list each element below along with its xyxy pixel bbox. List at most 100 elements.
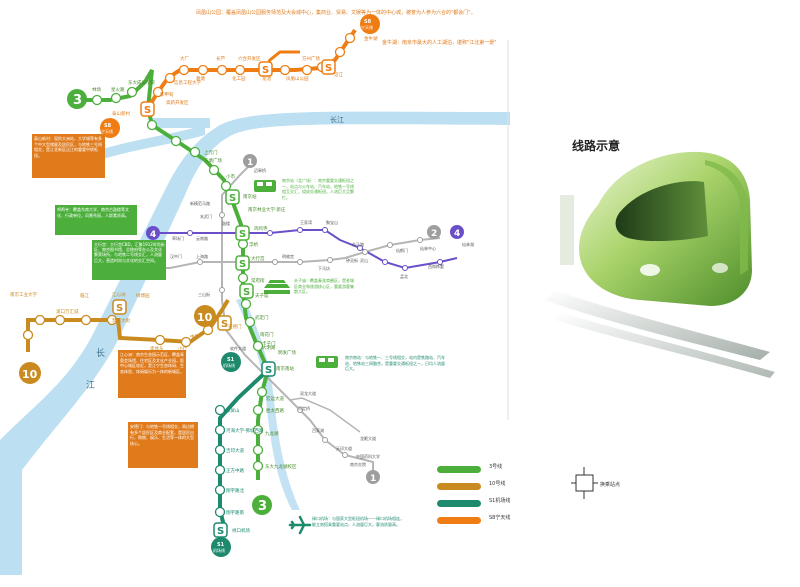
svg-text:宏运大道: 宏运大道 (266, 395, 284, 402)
svg-text:林场: 林场 (92, 86, 101, 93)
svg-text:吉印大道: 吉印大道 (226, 447, 244, 454)
interchange-jiming: S (235, 225, 250, 241)
line4-station-labels: 草场门 云南路 鼓楼 王家湾 聚宝山 金马路 灵山 孟北 西岗桦墅 仙林湖 (172, 219, 474, 279)
annotation-jiming: 鸡鸣寺：覆盖东南大学、南京古鼓楼等文化、行政单位，风景秀丽，人群素质高。 (55, 205, 137, 235)
interchange-fenghuang: S (258, 61, 273, 77)
line-4-station-dots (187, 227, 443, 271)
svg-text:机场线: 机场线 (213, 547, 225, 553)
interchange-fuzimiao: S (239, 283, 254, 299)
badge-line3-top: 3 (67, 89, 87, 109)
station-labels: 林场 星火路 东大成贤学院 上元门 五塘广场 小市 南京站 南京林业大学·新庄 … (92, 79, 297, 470)
interchange-icon (571, 467, 598, 499)
svg-text:奥体东: 奥体东 (150, 345, 164, 352)
annotation-jiangxinzhou: 江心洲：南京生态园示范区，覆盖青奥会场馆、住宅区及文化产业园，距中心城区较近，是… (118, 350, 186, 398)
svg-text:凤凰山公园: 凤凰山公园 (286, 75, 309, 82)
interchange-nanjingnan: S (261, 361, 276, 377)
legend-item-line10: 10号线 (437, 479, 547, 496)
svg-text:常府街: 常府街 (251, 277, 265, 284)
annotation-taishan: 泰山新村：现阶大洲站，大学城等有多个中大型储量及居民区，与地铁三号线相交，是江北… (32, 134, 105, 178)
svg-text:沿江: 沿江 (334, 71, 343, 78)
line10-station-labels: 南京工业大学 浦口万汇城 临江 江心洲 绿博园 梦都大街 安德门 小行 中胜 奥… (10, 291, 242, 352)
interchange-taishan: S (140, 101, 155, 117)
svg-text:中国药科大学: 中国药科大学 (356, 453, 380, 459)
s8-station-labels: 卸甲甸 信息工程大学 高新开发区 大厂 葛塘 长芦 化工园 六合开发区 龙池 凤… (112, 35, 378, 117)
svg-text:长芦: 长芦 (216, 55, 225, 62)
svg-text:翠屏山: 翠屏山 (226, 407, 240, 414)
line1-station-labels: 迈皋桥 新模范马路 玄武门 三山街 软件大道 双龙大道 河定桥 百家湖 天印大道… (190, 167, 380, 467)
interchange-andemen: S (217, 315, 232, 331)
svg-text:S: S (265, 365, 272, 376)
svg-text:江心洲: 江心洲 (112, 291, 126, 298)
svg-text:百家湖: 百家湖 (312, 427, 324, 433)
svg-text:南京南站: 南京南站 (276, 365, 294, 372)
legend-label: S8宁天线 (489, 515, 511, 521)
svg-text:东大成贤学院: 东大成贤学院 (128, 79, 155, 86)
svg-text:4: 4 (150, 230, 156, 240)
svg-text:星火路: 星火路 (111, 86, 125, 93)
train-station-icon-nanjingnan (316, 356, 338, 368)
svg-text:仙林中心: 仙林中心 (420, 245, 436, 251)
svg-text:机场线: 机场线 (223, 362, 235, 368)
river-side-label-1: 长 (96, 347, 105, 359)
svg-text:云南路: 云南路 (196, 235, 208, 241)
annotation-fuzimiao: 夫子庙：覆盖秦淮商圈区，是老城区商业和旅游核心区，重要游客集散大区。 (294, 278, 354, 294)
annotation-nanjingzhan: 南京站（北广场）：南京重要交通枢纽之一，站点与火车站、汽车站、地铁一号线相互交汇… (282, 178, 354, 200)
minor-stations (197, 212, 423, 458)
svg-text:金牛湖：南京市最大的人工湖泊，堪称"江北第一景": 金牛湖：南京市最大的人工湖泊，堪称"江北第一景" (382, 39, 497, 46)
svg-text:S: S (221, 319, 228, 330)
line-3-stations (91, 86, 268, 472)
svg-text:翔宇路北: 翔宇路北 (226, 487, 244, 494)
svg-text:南京站: 南京站 (243, 193, 257, 200)
interchange-legend: 换乘站点 (570, 466, 620, 506)
svg-text:九龙湖: 九龙湖 (265, 430, 279, 437)
svg-text:新模范马路: 新模范马路 (190, 200, 210, 206)
badge-line10-left: 10 (19, 362, 41, 384)
legend-swatch (437, 466, 481, 473)
svg-text:王家湾: 王家湾 (300, 219, 312, 225)
svg-text:明发广场: 明发广场 (278, 349, 296, 356)
train-station-icon-nanjingzhan (254, 180, 276, 192)
interchange-jiangxinzhou: S (112, 299, 127, 315)
svg-text:宁天线: 宁天线 (361, 24, 373, 30)
line-10-stations (22, 314, 214, 348)
svg-text:钟灵街: 钟灵街 (346, 257, 358, 263)
badge-line4-right: 4 (450, 225, 464, 239)
svg-text:正方中路: 正方中路 (226, 467, 244, 474)
svg-text:小市: 小市 (226, 173, 235, 180)
legend-item-line3: 3号线 (437, 462, 547, 479)
svg-text:南京林业大学·新庄: 南京林业大学·新庄 (248, 206, 286, 213)
svg-text:卸甲甸: 卸甲甸 (160, 91, 174, 98)
svg-text:3: 3 (258, 499, 267, 514)
svg-text:灵山: 灵山 (360, 257, 368, 263)
svg-text:南京工业大学: 南京工业大学 (10, 291, 37, 298)
line-1-route (221, 164, 374, 475)
airplane-icon (288, 515, 312, 535)
svg-text:禄口机场: 禄口机场 (232, 527, 250, 534)
svg-text:软件大道: 软件大道 (230, 345, 246, 351)
svg-text:宁天线: 宁天线 (101, 128, 113, 134)
legend-swatch (437, 483, 481, 490)
badge-line3-bottom: 3 (252, 495, 272, 515)
svg-text:三山街: 三山街 (198, 291, 210, 297)
annotation-jinniuhu: 金牛湖：南京市最大的人工湖泊，堪称"江北第一景" (382, 39, 497, 46)
svg-text:梦都大街: 梦都大街 (112, 317, 130, 324)
svg-text:大明路: 大明路 (262, 344, 276, 351)
svg-text:小行: 小行 (178, 345, 187, 352)
svg-text:双龙大道: 双龙大道 (300, 390, 316, 396)
svg-text:金牛湖: 金牛湖 (364, 35, 378, 42)
line-s8-stations (152, 32, 356, 98)
svg-text:仙林湖: 仙林湖 (462, 241, 474, 247)
badge-s8-top: S8宁天线 (360, 14, 380, 34)
river-yangtze (0, 111, 510, 576)
svg-text:金马路: 金马路 (352, 241, 364, 247)
annotation-nanjingnan: 南京南站：与地铁一、三号线相交，站内是铁路站、汽车站、地铁站三网融合，是重要交通… (345, 355, 445, 371)
svg-text:安德门: 安德门 (228, 323, 242, 330)
svg-text:鸡鸣寺: 鸡鸣寺 (254, 225, 268, 232)
svg-text:上元门: 上元门 (204, 149, 218, 156)
svg-text:雨花门: 雨花门 (260, 331, 274, 338)
svg-text:河海大学·佛城西路: 河海大学·佛城西路 (226, 427, 264, 434)
svg-text:下马坊: 下马坊 (318, 265, 330, 271)
svg-text:大行宫: 大行宫 (251, 255, 265, 262)
svg-text:2: 2 (431, 229, 437, 239)
